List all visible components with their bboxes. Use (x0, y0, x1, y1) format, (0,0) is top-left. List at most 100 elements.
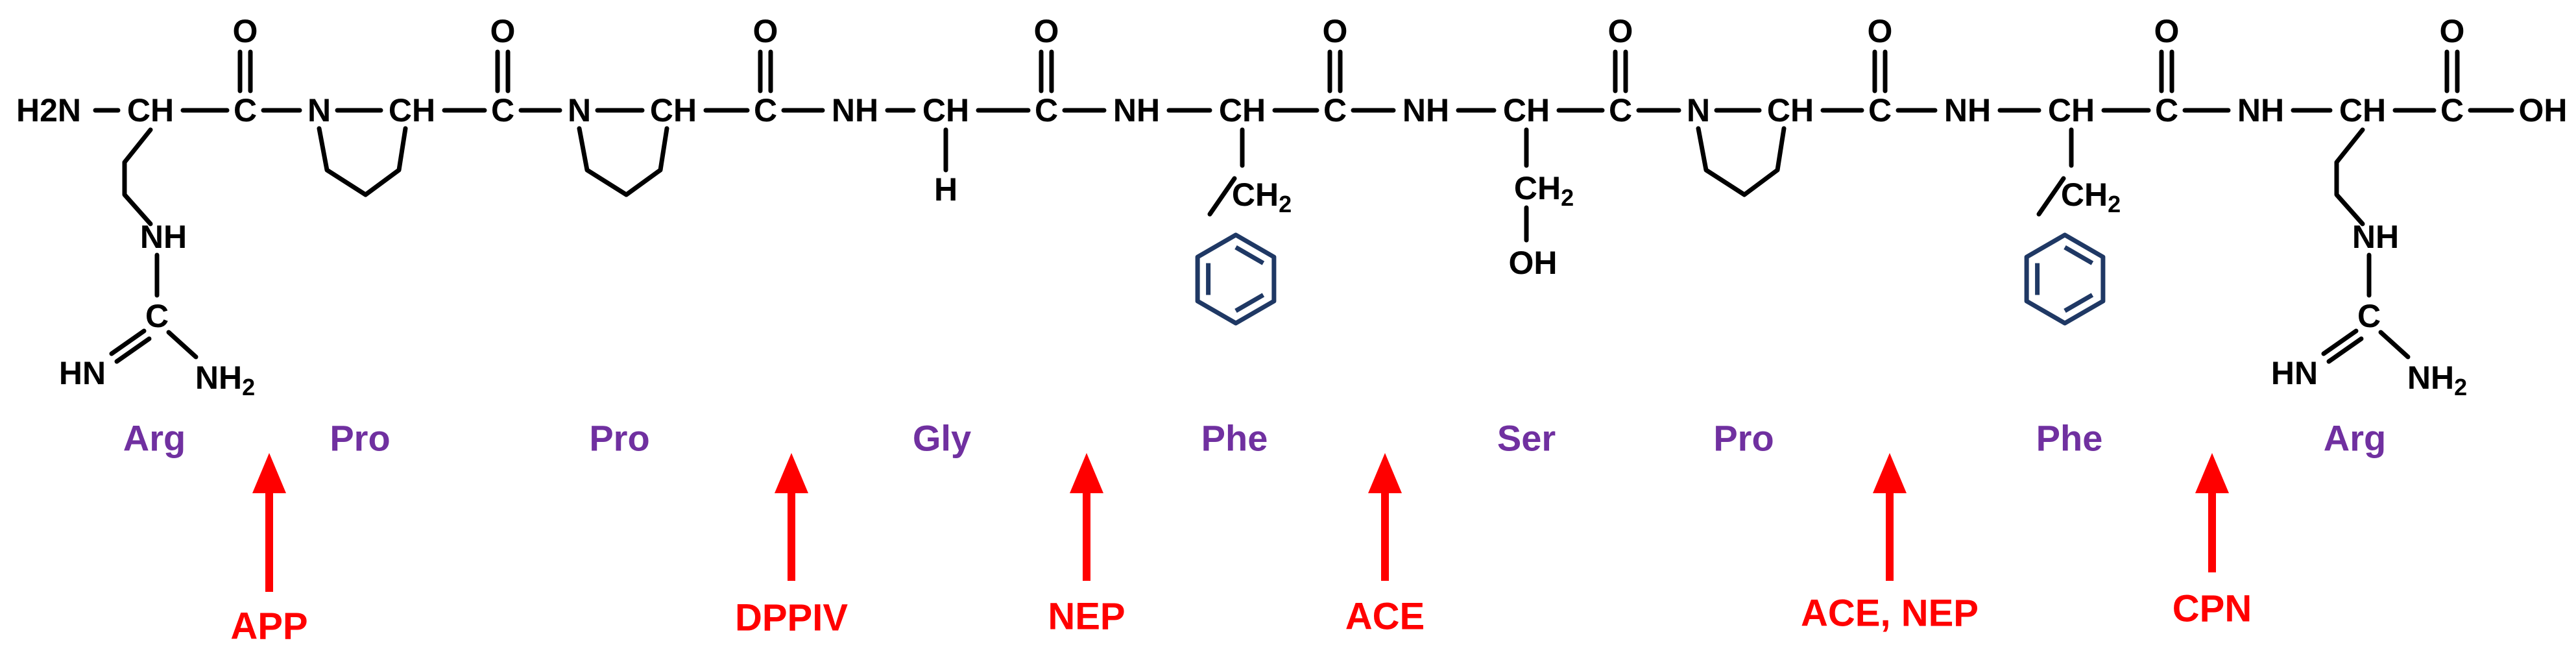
amide-nh: NH (2237, 92, 2284, 128)
up-arrow-icon (252, 453, 286, 493)
glycine-hydrogen: H (934, 171, 957, 208)
guanidino-bond (2378, 330, 2411, 360)
carbonyl-carbon: C (1609, 92, 1632, 128)
carbonyl-oxygen: O (490, 13, 516, 49)
side-chain-nh: NH (2352, 219, 2399, 255)
guanidino-nh2: NH2 (2407, 360, 2467, 400)
alpha-carbon: CH (922, 92, 969, 128)
guanidino-bond (166, 330, 199, 360)
benzene-ring (2024, 232, 2106, 326)
guanidino-carbon: C (2357, 298, 2381, 334)
phe-ring-bond (2036, 176, 2066, 217)
enzyme-label: ACE, NEP (1801, 593, 1979, 635)
proline-nitrogen: N (568, 92, 591, 128)
cleavage-site-dppiv: DPPIV (735, 453, 848, 639)
amide-nh: NH (1402, 92, 1449, 128)
amide-nh: NH (832, 92, 878, 128)
cleavage-site-cpn: CPN (2173, 453, 2252, 630)
carbonyl-carbon: C (2155, 92, 2178, 128)
alpha-carbon: CH (127, 92, 174, 128)
carbonyl-carbon: C (1323, 92, 1347, 128)
alpha-carbon: CH (650, 92, 697, 128)
residue-label-pro: Pro (1713, 418, 1774, 459)
imine-hn: HN (2271, 355, 2318, 391)
carbonyl-oxygen: O (753, 13, 778, 49)
alpha-carbon: CH (2048, 92, 2095, 128)
carbonyl-carbon: C (2440, 92, 2464, 128)
carbonyl-oxygen: O (1034, 13, 1059, 49)
pyrrolidine-ring (317, 126, 408, 197)
guanidino-nh2: NH2 (195, 360, 255, 400)
residue-label-pro: Pro (589, 418, 649, 459)
ser-ch2: CH2 (1514, 170, 1574, 211)
carbonyl-carbon: C (491, 92, 514, 128)
residue-label-phe: Phe (2036, 418, 2103, 459)
residue-label-gly: Gly (913, 418, 971, 459)
guanidino-double-bond (114, 336, 152, 364)
ring-structures (1195, 232, 2106, 326)
bond-lines (93, 49, 2514, 364)
cleavage-site-ace-nep: ACE, NEP (1801, 453, 1979, 635)
cleavage-site-nep: NEP (1048, 453, 1125, 638)
carbonyl-oxygen: O (1323, 13, 1348, 49)
proline-nitrogen: N (307, 92, 331, 128)
alpha-carbon: CH (389, 92, 435, 128)
enzyme-label: CPN (2173, 588, 2252, 630)
carbonyl-oxygen: O (1868, 13, 1893, 49)
c-terminus-oh: OH (2519, 92, 2568, 128)
amide-nh: NH (1113, 92, 1160, 128)
aromatic-double-bond (2064, 245, 2094, 265)
guanidino-double-bond (2326, 336, 2364, 364)
aromatic-double-bond (1234, 293, 1265, 313)
residue-label-arg: Arg (2324, 418, 2386, 459)
guanidino-double-bond (109, 328, 147, 356)
cleavage-arrows: APP DPPIV NEP ACE ACE, NEP CPN (230, 453, 2252, 648)
proline-nitrogen: N (1687, 92, 1710, 128)
imine-hn: HN (59, 355, 106, 391)
alpha-carbon: CH (2339, 92, 2386, 128)
side-chain-nh: NH (140, 219, 187, 255)
residue-labels: Arg Pro Pro Gly Phe Ser Pro Phe Arg (123, 418, 2386, 459)
arg-side-chain (2334, 127, 2365, 226)
up-arrow-icon (1070, 453, 1103, 493)
phe-ch2: CH2 (1232, 177, 1292, 217)
n-terminus-label: H2N (16, 92, 81, 128)
alpha-carbon: CH (1219, 92, 1266, 128)
alpha-carbon: CH (1503, 92, 1550, 128)
cleavage-site-app: APP (230, 453, 308, 648)
up-arrow-icon (1368, 453, 1402, 493)
aromatic-double-bond (1234, 245, 1265, 265)
residue-label-phe: Phe (1201, 418, 1268, 459)
cleavage-site-ace: ACE (1345, 453, 1425, 638)
up-arrow-icon (2195, 453, 2229, 493)
benzene-ring (1195, 232, 1277, 326)
alpha-carbon: CH (1767, 92, 1814, 128)
enzyme-label: APP (230, 605, 307, 648)
phe-ring-bond (1207, 176, 1237, 217)
carbonyl-carbon: C (754, 92, 777, 128)
carbonyl-carbon: C (1035, 92, 1058, 128)
enzyme-label: DPPIV (735, 597, 848, 639)
pyrrolidine-ring (1696, 126, 1787, 197)
up-arrow-icon (1873, 453, 1907, 493)
carbonyl-carbon: C (1868, 92, 1892, 128)
guanidino-double-bond (2321, 328, 2359, 356)
residue-label-pro: Pro (330, 418, 390, 459)
carbonyl-oxygen: O (1608, 13, 1633, 49)
carbonyl-oxygen: O (2154, 13, 2180, 49)
enzyme-label: ACE (1345, 596, 1425, 638)
residue-label-ser: Ser (1497, 418, 1556, 459)
carbonyl-oxygen: O (233, 13, 258, 49)
phe-ch2: CH2 (2061, 177, 2121, 217)
up-arrow-icon (775, 453, 808, 493)
guanidino-carbon: C (145, 298, 169, 334)
carbonyl-carbon: C (234, 92, 257, 128)
aromatic-double-bond (2064, 293, 2094, 313)
residue-label-arg: Arg (123, 418, 186, 459)
amide-nh: NH (1944, 92, 1991, 128)
pyrrolidine-ring (577, 126, 669, 197)
ser-hydroxyl: OH (1509, 245, 1558, 281)
enzyme-label: NEP (1048, 596, 1125, 638)
